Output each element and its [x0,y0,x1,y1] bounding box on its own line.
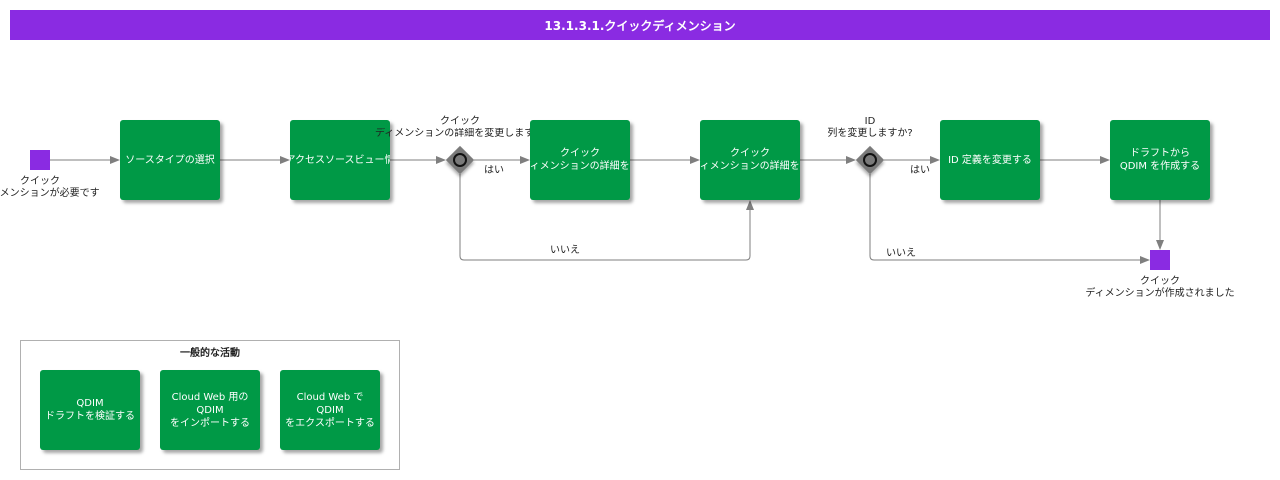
common-activities-group [20,340,400,470]
task-label-line3: をインポートする [170,417,250,429]
task-label-line1: クイック [560,148,600,159]
task-label-line1: Cloud Web で [296,391,364,403]
task-import-qdim[interactable]: Cloud Web 用の QDIM をインポートする [160,370,260,450]
end-event-label: クイック ディメンションが作成されました [1060,276,1260,300]
gateway-change-details-yes-label: はい [484,165,504,176]
task-label-line2: QDIM を作成する [1119,161,1201,172]
gateway-label-line1: ID [864,116,876,127]
gateway-change-id-no-label: いいえ [886,248,916,259]
task-label-line2: QDIM [196,404,224,416]
end-event[interactable] [1150,250,1170,270]
task-label-line2: ドラフトを検証する [45,411,135,422]
edge-gateway1-no [459,174,754,261]
gateway-change-details-no-label: いいえ [550,245,580,256]
task-label: ソースタイプの選択 [125,154,215,166]
gateway-label-line2: ディメンションの詳細を変更しますか? [375,128,545,139]
task-label-line2: QDIM [316,404,344,416]
start-event-label: クイック ディメンションが必要です [0,176,140,200]
task-confirm-details[interactable]: クイック ディメンションの詳細を確 [700,120,800,200]
start-event[interactable] [30,150,50,170]
edge-gateway2-no [869,174,1150,264]
task-create-from-draft[interactable]: ドラフトから QDIM を作成する [1110,120,1210,200]
end-event-label-line1: クイック [1140,276,1180,287]
task-access-source-view[interactable]: アクセスソースビュー情 [290,120,390,200]
end-event-label-line2: ディメンションが作成されました [1085,288,1235,299]
diagram-title: 13.1.3.1.クイックディメンション [544,18,736,33]
gateway-marker-icon [863,153,877,167]
task-change-details[interactable]: クイック ディメンションの詳細を変 [530,120,630,200]
task-validate-draft[interactable]: QDIM ドラフトを検証する [40,370,140,450]
task-change-id-definition[interactable]: ID 定義を変更する [940,120,1040,200]
task-select-source-type[interactable]: ソースタイプの選択 [120,120,220,200]
task-label-line1: Cloud Web 用の [171,391,249,403]
task-label-line1: QDIM [76,398,104,409]
task-label-line1: ドラフトから [1130,148,1190,159]
task-label: ID 定義を変更する [948,154,1032,166]
task-label-line3: をエクスポートする [285,417,375,429]
gateway-marker-icon [453,153,467,167]
start-event-label-line1: クイック [20,176,60,187]
gateway-change-id-label: ID 列を変更しますか? [800,116,940,140]
gateway-change-details-label: クイック ディメンションの詳細を変更しますか? [330,116,590,140]
task-label-line1: クイック [730,148,770,159]
gateway-label-line2: 列を変更しますか? [827,128,913,139]
gateway-label-line1: クイック [440,116,480,127]
task-export-qdim[interactable]: Cloud Web で QDIM をエクスポートする [280,370,380,450]
gateway-change-id-yes-label: はい [910,165,930,176]
start-event-label-line2: ディメンションが必要です [0,188,100,199]
diagram-title-bar: 13.1.3.1.クイックディメンション [10,10,1270,40]
task-label-line2: ディメンションの詳細を確 [700,161,800,172]
common-activities-title: 一般的な活動 [180,348,240,359]
task-label: アクセスソースビュー情 [290,154,390,166]
task-label-line2: ディメンションの詳細を変 [530,161,630,172]
